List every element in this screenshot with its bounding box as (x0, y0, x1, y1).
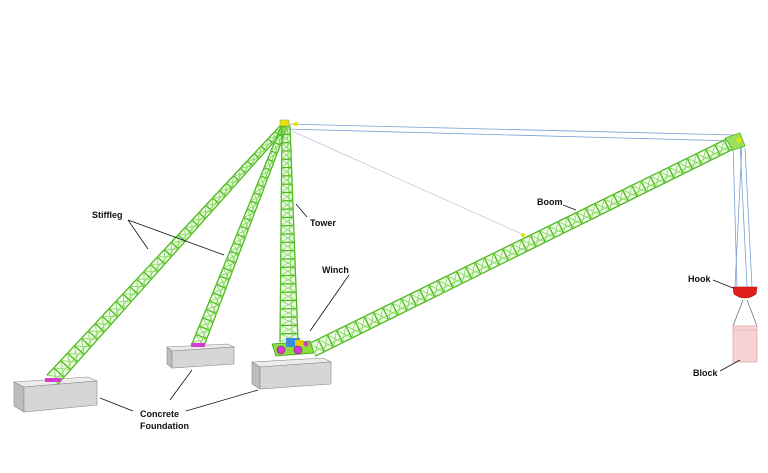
label-tower: Tower (310, 218, 336, 228)
leader-lines (99, 203, 741, 412)
label-winch: Winch (322, 265, 349, 275)
stiffleg-left (46, 123, 287, 386)
foundation-middle (166, 343, 236, 369)
stiffleg-pins (45, 343, 205, 382)
boom (308, 135, 740, 357)
winch-icon (271, 338, 315, 357)
block-icon (732, 325, 758, 363)
label-block: Block (693, 368, 719, 378)
boom-tip (724, 132, 746, 151)
label-boom: Boom (537, 197, 563, 207)
foundation-left (12, 376, 98, 413)
label-stiffleg: Stiffleg (92, 210, 123, 220)
lattice-members (46, 123, 740, 386)
label-hook: Hook (688, 274, 711, 284)
hook-icon (732, 286, 758, 327)
stiffleg-right (191, 125, 288, 348)
pendant-fitting (521, 233, 525, 237)
foundation-right (251, 357, 333, 390)
label-foundation-line1: Concrete (140, 409, 179, 419)
tower-head (279, 119, 299, 127)
label-foundation-line2: Foundation (140, 421, 189, 431)
tower (279, 125, 299, 343)
cables (284, 123, 753, 288)
